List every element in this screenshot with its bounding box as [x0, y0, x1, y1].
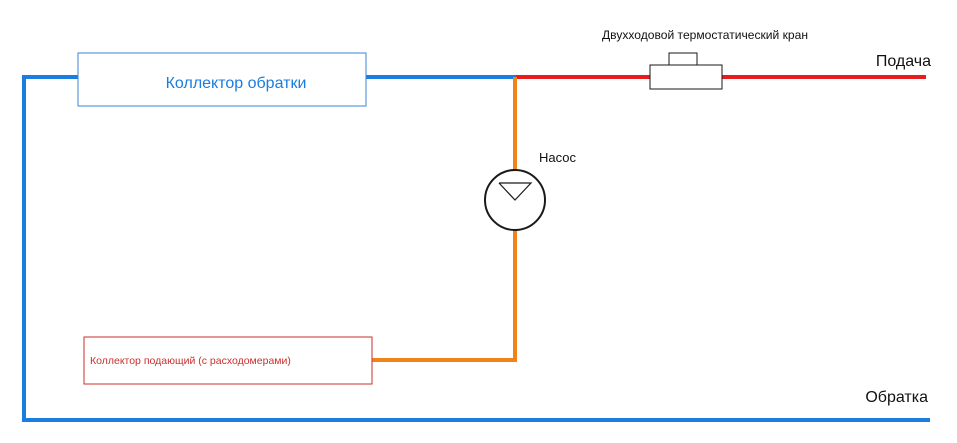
pump-icon: [484, 169, 546, 231]
valve-label: Двухходовой термостатический кран: [602, 28, 808, 42]
return-label: Обратка: [865, 389, 928, 406]
supply-label: Подача: [876, 53, 931, 70]
supply-collector: Коллектор подающий (с расходомерами): [83, 336, 373, 385]
return-collector: Коллектор обратки: [77, 52, 367, 107]
pump-label: Насос: [539, 150, 576, 165]
return-collector-label: Коллектор обратки: [166, 75, 307, 92]
supply-collector-label: Коллектор подающий (с расходомерами): [90, 355, 291, 367]
pump-pipe: [372, 77, 517, 362]
valve-icon: [649, 52, 723, 90]
return-pipe: [22, 75, 930, 422]
